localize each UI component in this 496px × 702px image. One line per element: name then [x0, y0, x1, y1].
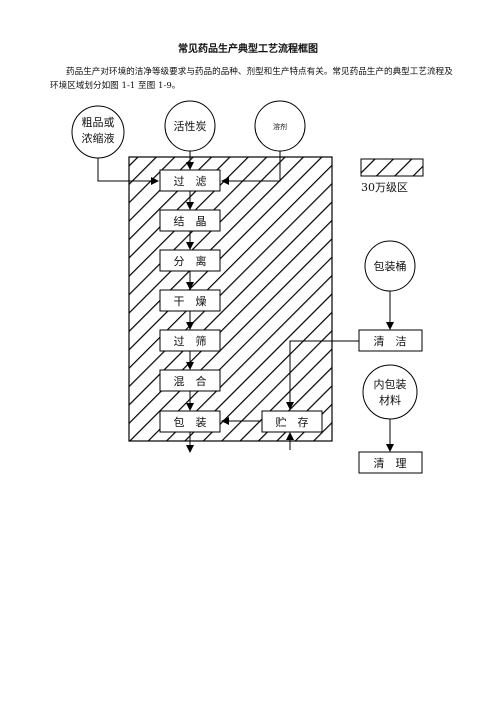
step-sieve-label: 过 筛 — [174, 334, 207, 348]
inner-pack-label-line1: 内包装 — [374, 377, 407, 391]
step-dry: 干 燥 — [159, 289, 221, 312]
step-crystallize: 结 晶 — [159, 209, 221, 232]
step-storage-label: 贮 存 — [276, 415, 309, 429]
legend-swatch — [360, 158, 424, 177]
crude-label-line2: 浓缩液 — [82, 131, 115, 145]
input-carbon-circle: 活性炭 — [164, 100, 216, 152]
flow-connectors — [97, 151, 394, 453]
intro-paragraph: 药品生产对环境的洁净等级要求与药品的品种、剂型和生产特点有关。常见药品生产的典型… — [50, 65, 454, 93]
intro-text: 药品生产对环境的洁净等级要求与药品的品种、剂型和生产特点有关。常见药品生产的典型… — [50, 67, 453, 91]
clean-zone-area — [128, 156, 333, 442]
input-bucket-circle: 包装桶 — [364, 240, 416, 292]
legend: 30万级区 — [360, 158, 424, 194]
step-filter-label: 过 滤 — [174, 175, 207, 188]
step-crystallize-label: 结 晶 — [174, 215, 207, 228]
input-crude-circle: 粗品或 浓缩液 — [71, 105, 125, 159]
step-mix: 混 合 — [159, 369, 221, 392]
step-mix-label: 混 合 — [174, 374, 207, 388]
tidy-box: 清 理 — [358, 451, 423, 474]
bucket-label: 包装桶 — [374, 259, 407, 273]
legend-label: 30万级区 — [361, 181, 408, 194]
step-separate: 分 离 — [159, 249, 221, 272]
step-sieve: 过 筛 — [159, 329, 221, 352]
clean-box: 清 洁 — [358, 329, 423, 352]
tidy-box-label: 清 理 — [374, 457, 407, 470]
step-storage: 贮 存 — [261, 410, 323, 433]
step-separate-label: 分 离 — [174, 254, 207, 268]
document-title: 常见药品生产典型工艺流程框图 — [178, 44, 318, 55]
step-filter: 过 滤 — [159, 169, 221, 192]
inner-pack-label-line2: 材料 — [379, 393, 401, 407]
input-solvent-circle: 溶剂 — [254, 100, 306, 152]
clean-box-label: 清 洁 — [374, 335, 407, 348]
carbon-label: 活性炭 — [174, 119, 207, 133]
input-inner-pack-circle: 内包装 材料 — [362, 364, 418, 420]
step-package-label: 包 装 — [174, 416, 207, 429]
step-package: 包 装 — [159, 410, 221, 433]
solvent-label: 溶剂 — [273, 122, 287, 131]
step-dry-label: 干 燥 — [174, 295, 207, 308]
crude-label-line1: 粗品或 — [82, 116, 115, 129]
